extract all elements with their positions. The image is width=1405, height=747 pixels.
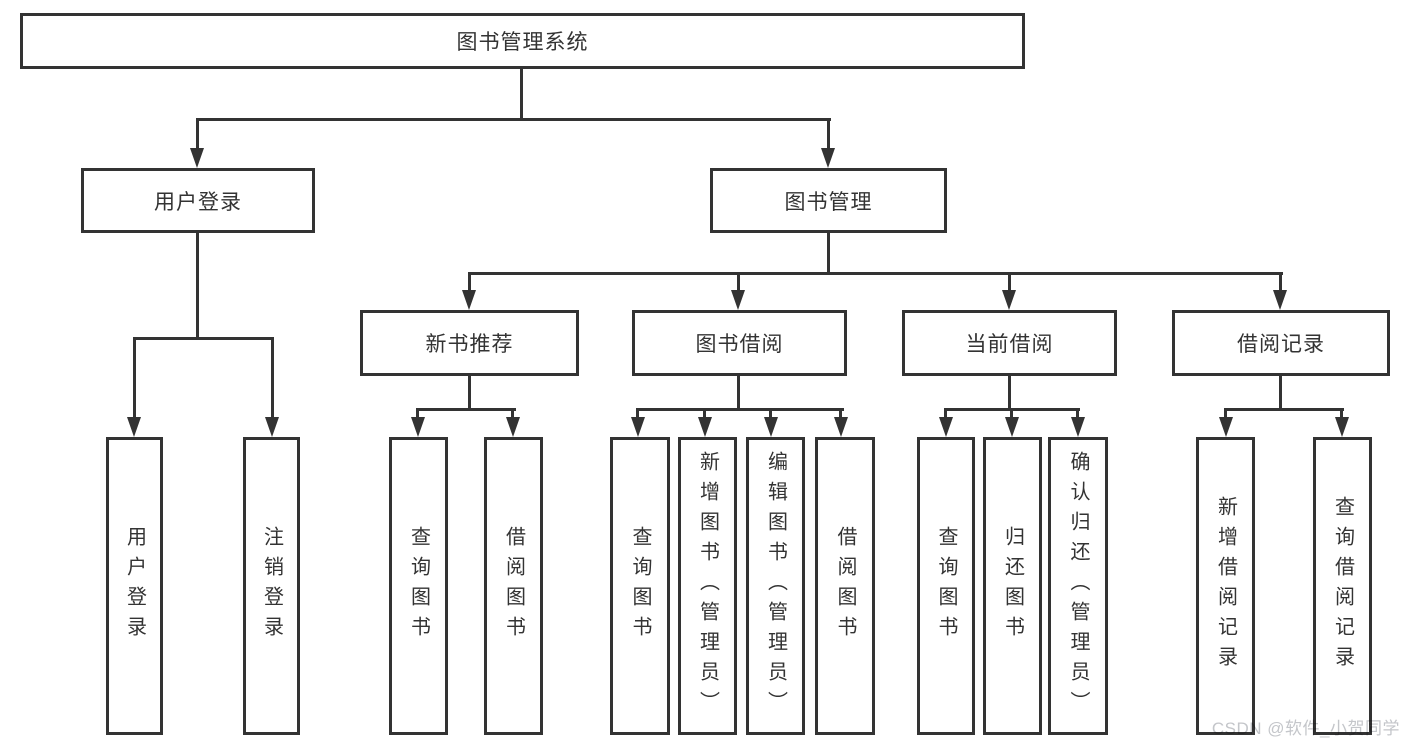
connector-line — [637, 408, 844, 411]
connector-line — [520, 68, 523, 120]
arrow-down-icon — [1071, 417, 1085, 437]
leaf-query-borrow-record: 查询借阅记录 — [1313, 437, 1372, 735]
node-book-borrow: 图书借阅 — [632, 310, 847, 376]
connector-line — [1340, 408, 1343, 420]
node-new-book-recommend-label: 新书推荐 — [425, 333, 514, 356]
node-user-login-label: 用户登录 — [154, 190, 242, 214]
watermark: CSDN @软件_小贺同学 — [1211, 719, 1400, 738]
arrow-down-icon — [764, 417, 778, 437]
connector-line — [1010, 408, 1013, 420]
arrow-down-icon — [939, 417, 953, 437]
node-new-book-recommend: 新书推荐 — [360, 310, 579, 376]
connector-line — [827, 118, 830, 152]
connector-line — [737, 376, 740, 410]
connector-line — [196, 118, 199, 152]
connector-line — [944, 408, 947, 420]
connector-line — [1008, 272, 1011, 294]
connector-line — [1076, 408, 1079, 420]
connector-line — [636, 408, 639, 420]
connector-line — [1224, 408, 1227, 420]
connector-line — [271, 337, 274, 419]
arrow-down-icon — [462, 290, 476, 310]
leaf-return-book-label: 归还图书 — [1001, 526, 1024, 646]
arrow-down-icon — [1002, 290, 1016, 310]
leaf-borrow-books-recommend: 借阅图书 — [484, 437, 543, 735]
leaf-borrow-books: 借阅图书 — [815, 437, 875, 735]
node-root: 图书管理系统 — [20, 13, 1025, 69]
leaf-add-book-admin-label: 新增图书（管理员） — [696, 451, 719, 721]
node-current-borrow: 当前借阅 — [902, 310, 1117, 376]
arrow-down-icon — [1005, 417, 1019, 437]
leaf-edit-book-admin-label: 编辑图书（管理员） — [764, 451, 787, 721]
leaf-query-books-recommend: 查询图书 — [389, 437, 448, 735]
leaf-logout-label: 注销登录 — [260, 526, 283, 646]
node-root-label: 图书管理系统 — [456, 31, 589, 54]
connector-line — [1224, 408, 1344, 411]
connector-line — [468, 272, 471, 294]
connector-line — [133, 337, 274, 340]
arrow-down-icon — [265, 417, 279, 437]
leaf-confirm-return-admin: 确认归还（管理员） — [1048, 437, 1108, 735]
arrow-down-icon — [506, 417, 520, 437]
node-borrow-records-label: 借阅记录 — [1237, 333, 1325, 356]
leaf-query-books-recommend-label: 查询图书 — [407, 526, 430, 646]
arrow-down-icon — [1335, 417, 1349, 437]
node-user-login: 用户登录 — [81, 168, 315, 233]
arrow-down-icon — [1219, 417, 1233, 437]
connector-line — [468, 376, 471, 410]
leaf-user-login: 用户登录 — [106, 437, 163, 735]
leaf-query-books-borrow-label: 查询图书 — [629, 526, 651, 646]
leaf-query-books-current: 查询图书 — [917, 437, 975, 735]
node-book-management-label: 图书管理 — [784, 190, 873, 214]
leaf-query-books-borrow: 查询图书 — [610, 437, 670, 735]
node-book-management: 图书管理 — [710, 168, 947, 233]
arrow-down-icon — [698, 417, 712, 437]
connector-line — [769, 408, 772, 420]
leaf-add-borrow-record: 新增借阅记录 — [1196, 437, 1255, 735]
node-borrow-records: 借阅记录 — [1172, 310, 1390, 376]
node-book-borrow-label: 图书借阅 — [695, 333, 784, 356]
leaf-edit-book-admin: 编辑图书（管理员） — [746, 437, 805, 735]
connector-line — [196, 233, 199, 340]
connector-line — [133, 337, 136, 419]
leaf-borrow-books-label: 借阅图书 — [834, 526, 856, 646]
leaf-query-borrow-record-label: 查询借阅记录 — [1331, 496, 1354, 676]
leaf-borrow-books-recommend-label: 借阅图书 — [502, 526, 525, 646]
connector-line — [417, 408, 516, 411]
leaf-query-books-current-label: 查询图书 — [935, 526, 957, 646]
leaf-add-borrow-record-label: 新增借阅记录 — [1214, 496, 1237, 676]
connector-line — [839, 408, 842, 420]
connector-line — [827, 233, 830, 274]
node-current-borrow-label: 当前借阅 — [965, 333, 1054, 356]
connector-line — [1008, 376, 1011, 410]
arrow-down-icon — [190, 148, 204, 168]
arrow-down-icon — [631, 417, 645, 437]
connector-line — [1279, 376, 1282, 410]
arrow-down-icon — [127, 417, 141, 437]
connector-line — [468, 272, 1283, 275]
connector-line — [416, 408, 419, 420]
arrow-down-icon — [731, 290, 745, 310]
leaf-confirm-return-admin-label: 确认归还（管理员） — [1067, 451, 1089, 721]
connector-line — [511, 408, 514, 420]
arrow-down-icon — [834, 417, 848, 437]
connector-line — [703, 408, 706, 420]
leaf-add-book-admin: 新增图书（管理员） — [678, 437, 737, 735]
connector-line — [737, 272, 740, 294]
leaf-user-login-label: 用户登录 — [123, 526, 146, 646]
arrow-down-icon — [821, 148, 835, 168]
arrow-down-icon — [1273, 290, 1287, 310]
leaf-return-book: 归还图书 — [983, 437, 1042, 735]
arrow-down-icon — [411, 417, 425, 437]
connector-line — [196, 118, 831, 121]
connector-line — [1279, 272, 1282, 294]
leaf-logout: 注销登录 — [243, 437, 300, 735]
